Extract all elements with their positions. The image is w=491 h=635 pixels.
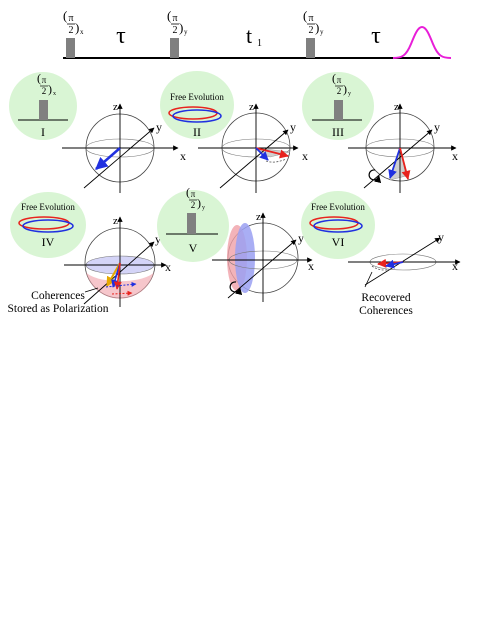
pulse-block-2 <box>170 38 179 58</box>
svg-text:): ) <box>75 20 79 35</box>
svg-text:2: 2 <box>337 86 342 96</box>
svg-text:2: 2 <box>191 200 196 210</box>
stored-coherences-line2: Stored as Polarization <box>8 303 109 315</box>
svg-text:π: π <box>68 13 73 24</box>
bloch-sphere-3: x z y <box>348 101 458 193</box>
pulse-label-1: ( π 2 ) x <box>63 8 84 36</box>
svg-text:): ) <box>343 82 347 96</box>
svg-text:x: x <box>180 149 186 163</box>
svg-text:Free Evolution: Free Evolution <box>311 202 365 212</box>
svg-text:Free Evolution: Free Evolution <box>21 202 75 212</box>
svg-text:z: z <box>394 101 399 113</box>
recovered-coherences-line1: Recovered <box>361 292 410 304</box>
svg-text:y: y <box>184 28 188 36</box>
svg-text:2: 2 <box>309 25 314 36</box>
svg-text:): ) <box>179 20 183 35</box>
step-numeral-2: II <box>193 125 201 139</box>
svg-text:y: y <box>155 232 161 246</box>
svg-text:(: ( <box>303 8 307 23</box>
svg-text:(: ( <box>186 185 190 199</box>
step-bubble-5: ( π 2 ) y V <box>157 185 229 262</box>
svg-text:): ) <box>197 196 201 210</box>
step-bubble-6: Free Evolution VI <box>301 191 375 259</box>
step-bubble-1: ( π 2 ) x I <box>9 71 77 140</box>
svg-text:π: π <box>42 75 47 85</box>
svg-text:(: ( <box>37 71 41 85</box>
svg-text:(: ( <box>332 71 336 85</box>
svg-text:z: z <box>249 101 254 113</box>
svg-text:x: x <box>302 149 308 163</box>
svg-text:x: x <box>53 91 56 97</box>
svg-text:y: y <box>434 120 440 134</box>
svg-text:2: 2 <box>42 86 47 96</box>
svg-text:t: t <box>246 23 252 48</box>
svg-text:(: ( <box>167 8 171 23</box>
pulse-label-3: ( π 2 ) y <box>303 8 324 36</box>
svg-text:y: y <box>202 205 205 211</box>
step-bubble-2: Free Evolution II <box>160 71 234 139</box>
step-numeral-3: III <box>332 125 344 139</box>
delay-tau-2: τ <box>371 23 381 49</box>
echo-signal-curve <box>392 25 452 59</box>
svg-text:z: z <box>256 211 261 223</box>
svg-text:y: y <box>320 28 324 36</box>
bloch-sphere-1: x z y <box>62 101 186 193</box>
pulse-label-2: ( π 2 ) y <box>167 8 188 36</box>
pulse-sequence: ( π 2 ) x τ ( π 2 ) y t 1 ( π 2 ) y <box>63 8 452 59</box>
pulse-block-3 <box>306 38 315 58</box>
step-bubble-3: ( π 2 ) y III <box>302 71 374 140</box>
bloch-sphere-4: x z y <box>64 215 171 307</box>
svg-text:x: x <box>165 260 171 274</box>
bloch-sphere-5: x z y <box>212 211 314 302</box>
step-bubble-4: Free Evolution IV <box>10 192 86 258</box>
svg-text:): ) <box>315 20 319 35</box>
pulse-block-1 <box>66 38 75 58</box>
svg-text:y: y <box>156 120 162 134</box>
svg-text:y: y <box>438 230 444 244</box>
step-numeral-1: I <box>41 125 45 139</box>
delay-tau-1: τ <box>116 23 126 49</box>
step-numeral-6: VI <box>332 235 345 249</box>
stored-pointer-line <box>84 287 99 293</box>
step-numeral-5: V <box>189 241 198 255</box>
svg-text:π: π <box>172 13 177 24</box>
svg-text:π: π <box>191 189 196 199</box>
svg-text:y: y <box>298 231 304 245</box>
svg-text:y: y <box>290 120 296 134</box>
svg-text:z: z <box>113 101 118 113</box>
step-numeral-4: IV <box>42 235 55 249</box>
svg-text:Free Evolution: Free Evolution <box>170 92 224 102</box>
svg-text:2: 2 <box>69 25 74 36</box>
recovered-coherences-line2: Coherences <box>359 305 413 317</box>
svg-text:z: z <box>113 215 118 227</box>
stored-coherences-line1: Coherences <box>31 290 85 302</box>
svg-text:x: x <box>452 149 458 163</box>
magnetization-vector <box>95 147 121 170</box>
bloch-sphere-6: x y <box>348 230 461 288</box>
svg-text:π: π <box>337 75 342 85</box>
svg-text:(: ( <box>63 8 67 23</box>
svg-text:2: 2 <box>173 25 178 36</box>
svg-text:): ) <box>48 82 52 96</box>
svg-text:1: 1 <box>257 38 262 49</box>
bloch-sphere-2: x z y <box>198 101 308 193</box>
svg-text:x: x <box>308 259 314 273</box>
svg-text:x: x <box>452 259 458 273</box>
svg-text:π: π <box>308 13 313 24</box>
svg-text:x: x <box>80 28 84 36</box>
svg-text:y: y <box>348 91 351 97</box>
evolution-t1: t 1 <box>246 23 262 49</box>
